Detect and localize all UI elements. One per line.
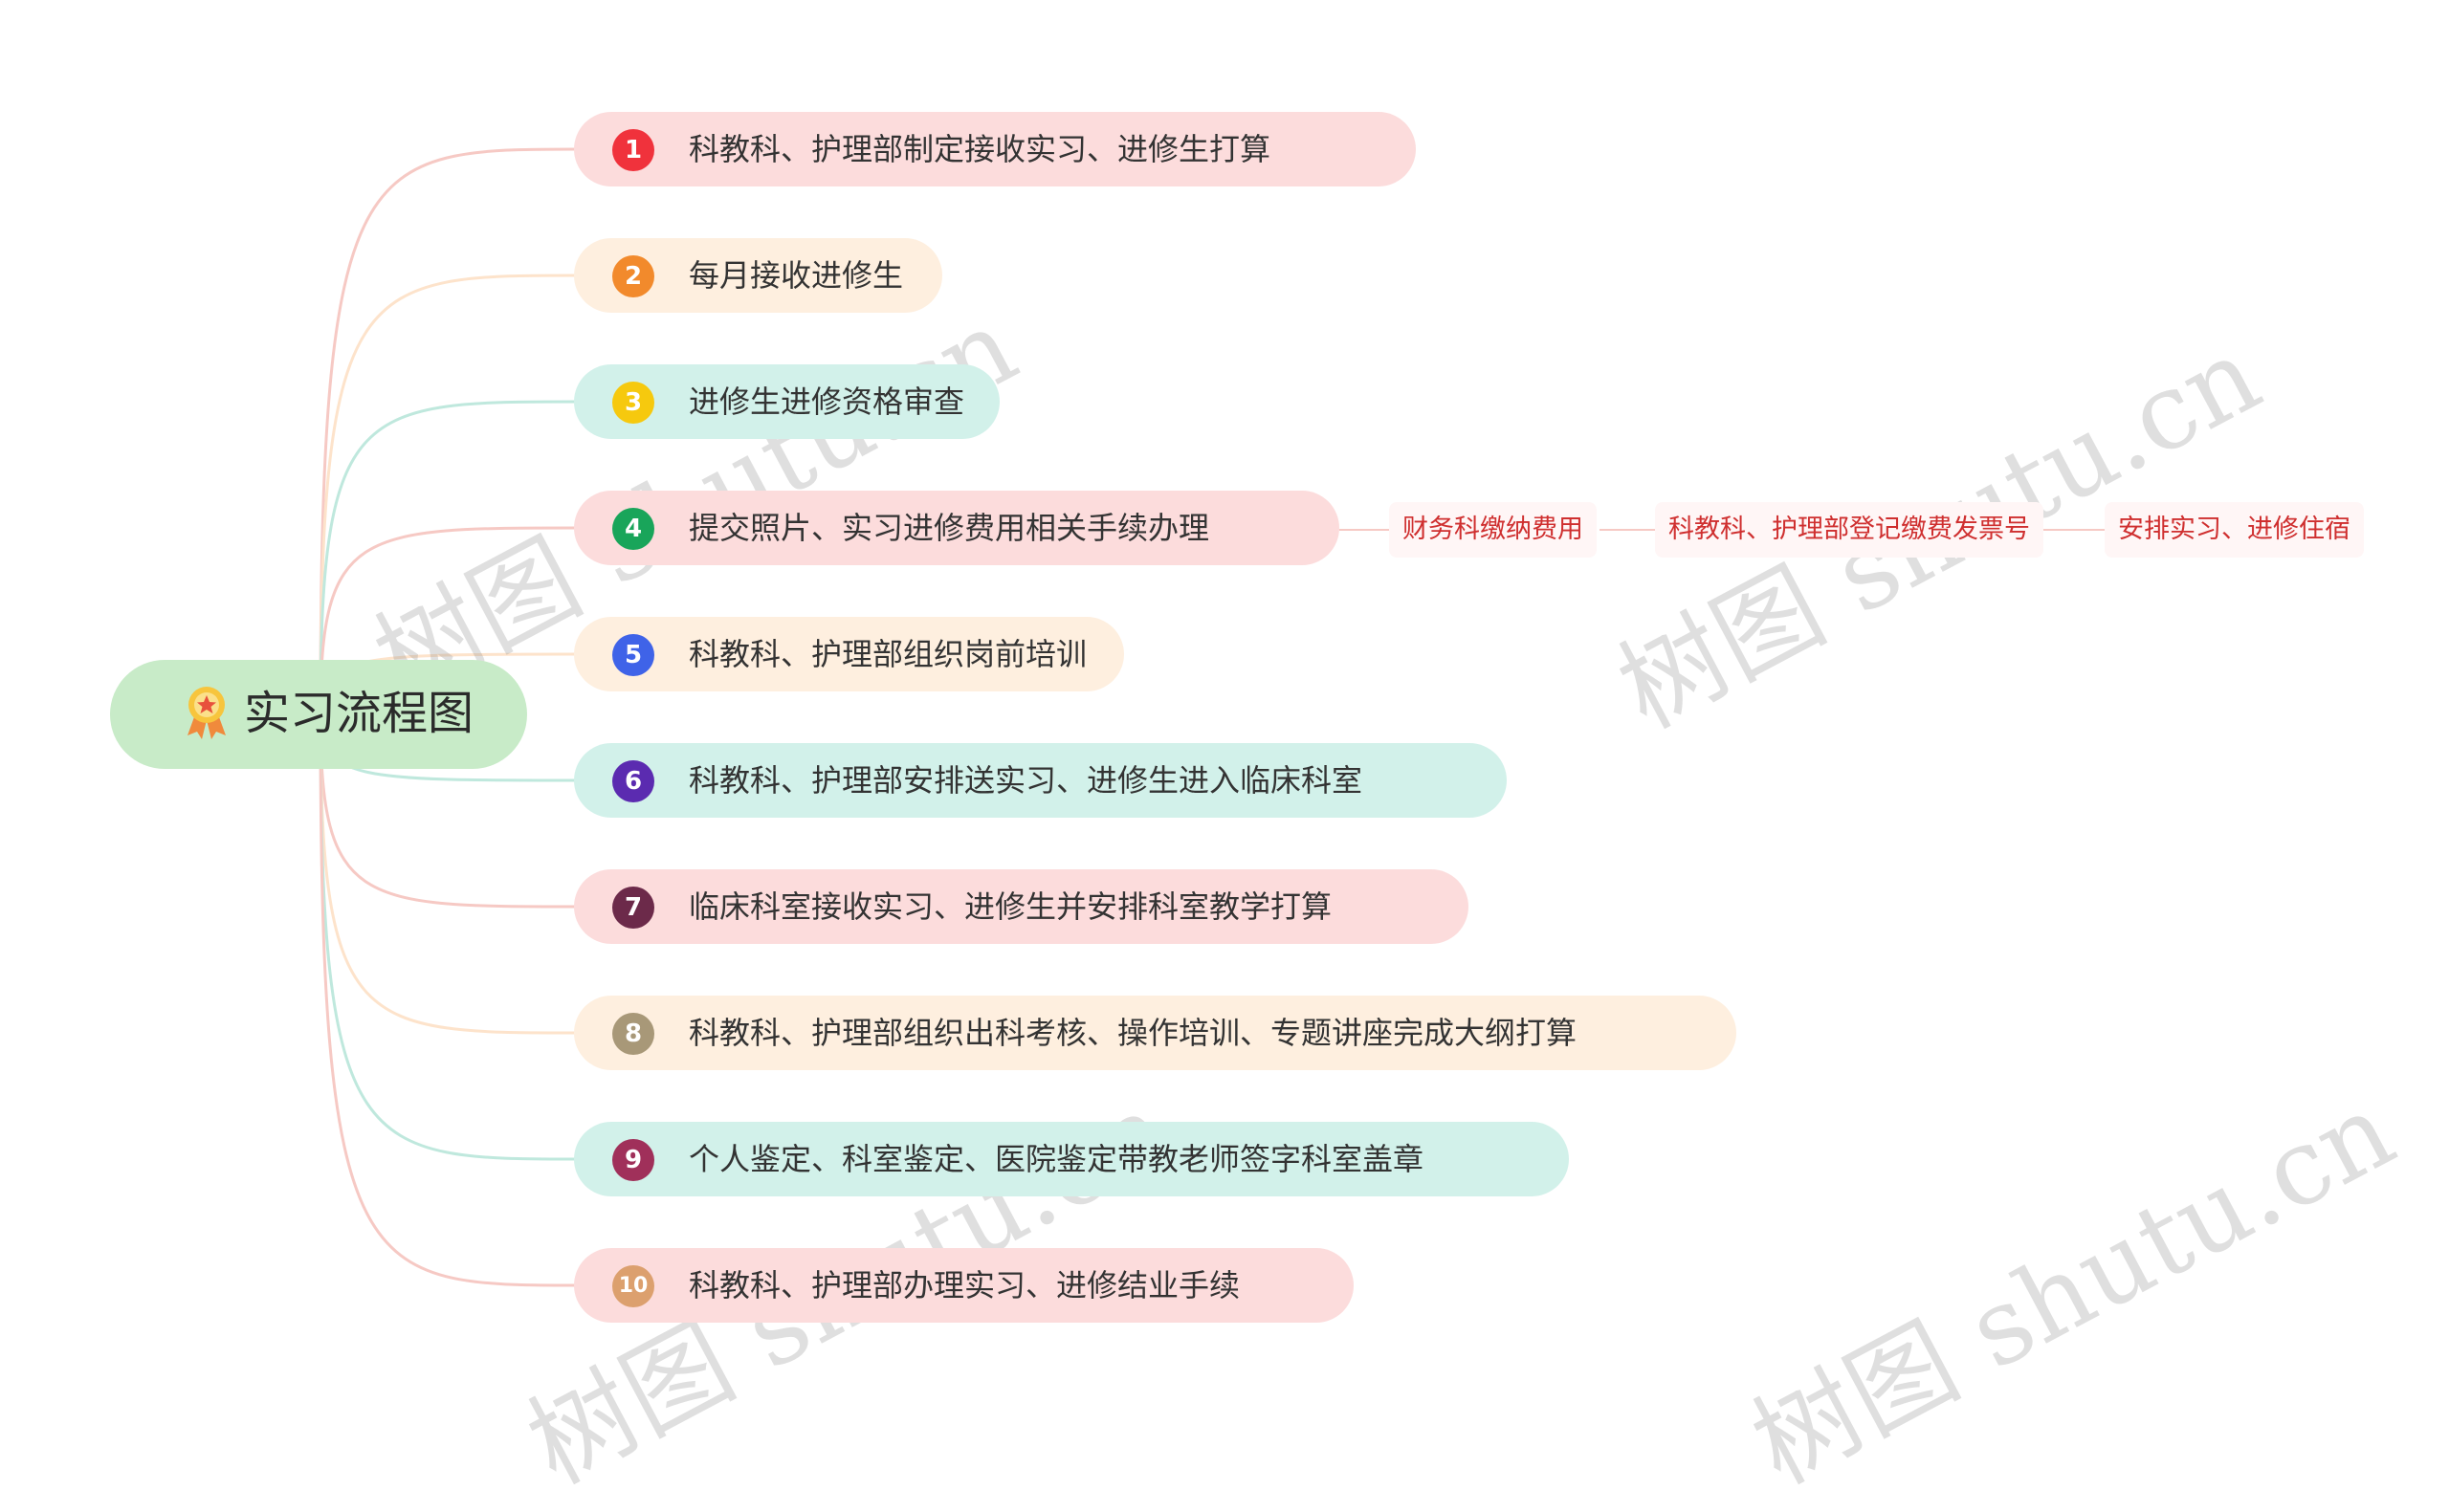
connector-line-10 [319, 713, 581, 1287]
step-node-7[interactable]: 7 临床科室接收实习、进修生并安排科室教学打算 [574, 869, 1468, 944]
step-node-8[interactable]: 8 科教科、护理部组织出科考核、操作培训、专题讲座完成大纲打算 [574, 996, 1736, 1070]
step-label: 科教科、护理部办理实习、进修结业手续 [689, 1267, 1241, 1304]
step-number-badge: 7 [612, 887, 654, 929]
step-number-badge: 4 [612, 508, 654, 550]
root-node[interactable]: 实习流程图 [110, 660, 527, 769]
step-label: 提交照片、实习进修费用相关手续办理 [689, 510, 1210, 546]
sub-step-register-invoice[interactable]: 科教科、护理部登记缴费发票号 [1655, 502, 2043, 558]
step-node-1[interactable]: 1 科教科、护理部制定接收实习、进修生打算 [574, 112, 1416, 186]
step-number-badge: 9 [612, 1139, 654, 1181]
step-label: 科教科、护理部组织岗前培训 [689, 636, 1088, 672]
sub-step-pay-fees[interactable]: 财务科缴纳费用 [1389, 502, 1597, 558]
step-node-3[interactable]: 3 进修生进修资格审查 [574, 364, 1000, 439]
step-label: 科教科、护理部制定接收实习、进修生打算 [689, 131, 1271, 167]
step-label: 科教科、护理部组织出科考核、操作培训、专题讲座完成大纲打算 [689, 1015, 1578, 1051]
sub-step-arrange-housing[interactable]: 安排实习、进修住宿 [2105, 502, 2364, 558]
connector-line-4 [319, 526, 581, 715]
step-label: 每月接收进修生 [689, 257, 904, 294]
connector-line-3 [319, 400, 581, 715]
step-number-badge: 6 [612, 760, 654, 802]
step-label: 临床科室接收实习、进修生并安排科室教学打算 [689, 888, 1333, 925]
step-number-badge: 8 [612, 1013, 654, 1055]
mindmap-canvas: 树图 shutu.cn 树图 shutu.cn 树图 shutu.cn 树图 s… [110, 112, 2413, 1507]
step-label: 进修生进修资格审查 [689, 383, 965, 420]
connector-line-7 [319, 713, 581, 909]
medal-icon [188, 687, 226, 739]
step-number-badge: 1 [612, 129, 654, 171]
step-node-2[interactable]: 2 每月接收进修生 [574, 238, 942, 313]
step-node-4[interactable]: 4 提交照片、实习进修费用相关手续办理 [574, 491, 1339, 565]
step-number-badge: 2 [612, 255, 654, 297]
step-number-badge: 5 [612, 634, 654, 676]
connector-line-8 [319, 713, 581, 1035]
step-node-6[interactable]: 6 科教科、护理部安排送实习、进修生进入临床科室 [574, 743, 1507, 818]
connector-line-2 [319, 274, 581, 715]
step-node-10[interactable]: 10 科教科、护理部办理实习、进修结业手续 [574, 1248, 1354, 1323]
step-number-badge: 3 [612, 382, 654, 424]
step-label: 科教科、护理部安排送实习、进修生进入临床科室 [689, 762, 1363, 799]
step-node-5[interactable]: 5 科教科、护理部组织岗前培训 [574, 617, 1124, 691]
step-node-9[interactable]: 9 个人鉴定、科室鉴定、医院鉴定带教老师签字科室盖章 [574, 1122, 1569, 1196]
step-number-badge: 10 [612, 1265, 654, 1307]
connector-line-1 [319, 147, 581, 715]
step-label: 个人鉴定、科室鉴定、医院鉴定带教老师签字科室盖章 [689, 1141, 1424, 1177]
root-title: 实习流程图 [244, 687, 474, 740]
